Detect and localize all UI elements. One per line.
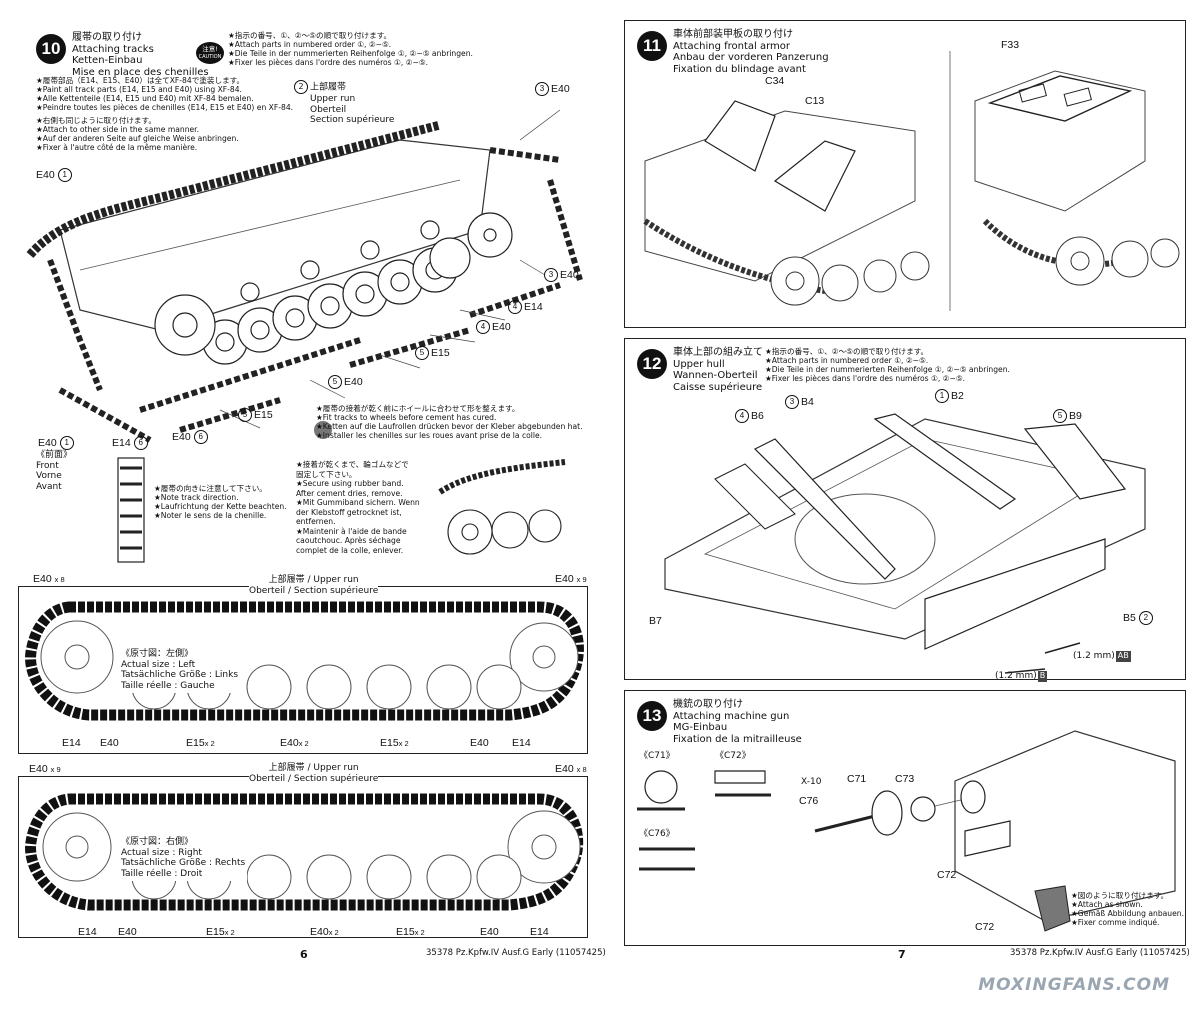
track-left-bottom-e40-a: E40 (100, 737, 119, 749)
track-left-illustration (25, 601, 584, 721)
page-number-left: 6 (300, 948, 308, 961)
c72-detail-caption: 《C72》 (715, 751, 751, 761)
track-left-bottom-e40-c: E40 (470, 737, 489, 749)
other-side-note: ★右側も同じように取り付けます。★Attach to other side in… (36, 116, 239, 152)
fit-tracks-note: ★履帯の接着が乾く前にホイールに合わせて形を整えます。★Fit tracks t… (316, 404, 583, 440)
actual-size-left-caption: 《原寸図：左側》Actual size : Left Tatsächliche … (119, 647, 241, 693)
label-c73: C73 (895, 773, 915, 785)
attach-as-shown-note: ★図のように取り付けます。★Attach as shown. ★Gemäß Ab… (1071, 891, 1184, 927)
label-c34: C34 (765, 75, 785, 87)
track-right-e40-right-count: E40 x 8 (555, 763, 587, 775)
track-right-bottom-e40-a: E40 (118, 926, 137, 938)
track-left-bottom-e15-b: E15x 2 (380, 737, 409, 749)
track-left-bottom-e14-b: E14 (512, 737, 531, 749)
footer-right-code: 35378 Pz.Kpfw.IV Ausf.G Early (11057425) (1010, 948, 1190, 958)
track-right-bottom-e40-c: E40 (480, 926, 499, 938)
actual-size-right-caption: 《原寸図：右側》Actual size : Right Tatsächliche… (119, 835, 248, 881)
step-10-number: 10 (36, 34, 66, 64)
label-c71: C71 (847, 773, 867, 785)
rubber-band-illustration (438, 459, 566, 555)
track-assembly-illustration (26, 109, 583, 443)
frontal-armor-illustration (643, 51, 1180, 311)
rubber-band-note: ★接着が乾くまで、輪ゴムなどで固定して下さい。 ★Secure using ru… (296, 460, 420, 555)
track-direction-illustration (117, 457, 145, 563)
label-f33: F33 (1001, 39, 1020, 51)
track-right-e40-left-count: E40 x 9 (29, 763, 61, 775)
track-right-bottom-e15-a: E15x 2 (206, 926, 235, 938)
x10-paint-label: X-10 (801, 777, 822, 787)
step-13-number: 13 (637, 701, 667, 731)
page-number-right: 7 (898, 948, 906, 961)
track-left-bottom-e40-b: E40x 2 (280, 737, 309, 749)
label-c72: C72 (937, 869, 957, 881)
drill-size-ab: (1.2 mm)AB (1073, 651, 1131, 662)
track-right-bottom-e15-b: E15x 2 (396, 926, 425, 938)
label-c72-detail: C72 (975, 921, 995, 933)
track-right-bottom-e40-b: E40x 2 (310, 926, 339, 938)
step-11-number: 11 (637, 31, 667, 61)
track-left-e40-right-count: E40 x 9 (555, 573, 587, 585)
step-12-order-note: ★指示の番号、①、②〜⑤の順で取り付けます。★Attach parts in n… (765, 347, 1010, 383)
label-c13: C13 (805, 95, 825, 107)
watermark-logo: MOXINGFANS.COM (978, 975, 1170, 995)
caution-badge: 注意!CAUTION (196, 42, 224, 64)
machine-gun-illustration (637, 730, 1176, 932)
c76-detail-caption: 《C76》 (639, 829, 675, 839)
c71-detail-caption: 《C71》 (639, 751, 675, 761)
track-right-bottom-e14-b: E14 (530, 926, 549, 938)
track-direction-note: ★履帯の向きに注意して下さい。★Note track direction. ★L… (154, 484, 287, 520)
label-c76: C76 (799, 795, 819, 807)
track-right-bottom-e14-a: E14 (78, 926, 97, 938)
footer-left-code: 35378 Pz.Kpfw.IV Ausf.G Early (11057425) (426, 948, 606, 958)
drill-size-b: (1.2 mm)B (995, 671, 1048, 682)
step-12-number: 12 (637, 349, 667, 379)
track-right-illustration (25, 793, 584, 911)
track-left-e40-left-count: E40 x 8 (33, 573, 65, 585)
upper-hull-illustration (664, 413, 1146, 674)
track-left-bottom-e15-a: E15x 2 (186, 737, 215, 749)
track-left-bottom-e14-a: E14 (62, 737, 81, 749)
caution-note: ★指示の番号、①、②〜⑤の順で取り付けます。★Attach parts in n… (228, 31, 473, 67)
label-b7: B7 (649, 615, 662, 627)
paint-note: ★履帯部品（E14、E15、E40）は全てXF-84で塗装します。★Paint … (36, 76, 294, 112)
